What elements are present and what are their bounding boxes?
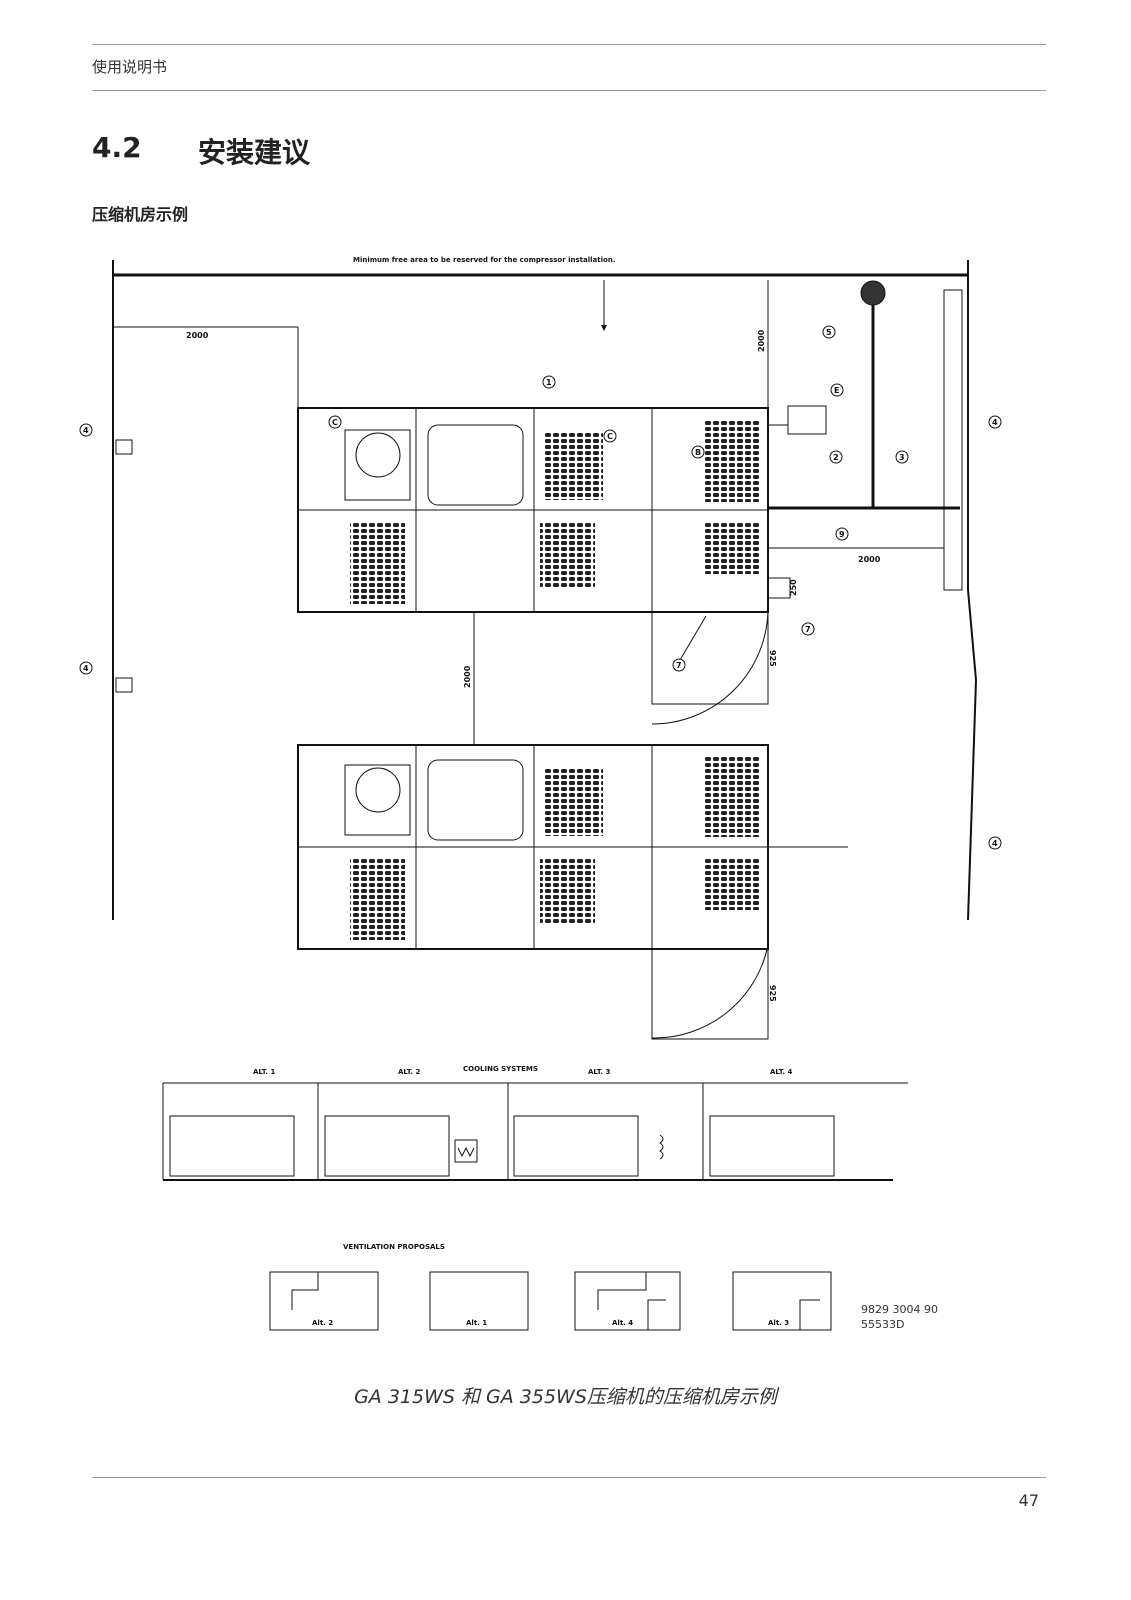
dim-2000-middle: 2000 [463,665,472,688]
callout-4-c: 4 [992,418,998,427]
room-right-wall-bottom [967,679,977,921]
callout-3: 3 [899,453,905,462]
dim-925-1: 925 [768,650,777,667]
cooling-title: COOLING SYSTEMS [463,1065,538,1073]
dim-925-2: 925 [768,985,777,1002]
doc-code-1: 9829 3004 90 [861,1303,938,1316]
header-title: 使用说明书 [92,58,168,76]
callout-1: 1 [546,378,552,387]
section-title: 安装建议 [198,136,311,169]
callout-5: 5 [826,328,832,337]
callout-9: 9 [839,530,845,539]
doc-code-2: 55533D [861,1318,904,1331]
callout-e: E [834,386,839,395]
duct-right [943,289,963,591]
dim-2000-left: 2000 [186,331,209,340]
ventilation-alt-1: Alt. 1 [466,1319,487,1327]
callout-7-a: 7 [805,625,811,634]
header-top-rule [92,44,1046,45]
room-right-wall-lower [967,589,977,681]
door-2 [651,948,769,1040]
cooling-alt-4: ALT. 4 [770,1068,793,1076]
callout-4-d: 4 [992,839,998,848]
ventilation-title: VENTILATION PROPOSALS [343,1243,445,1251]
section-number: 4.2 [92,131,142,164]
callout-7-b: 7 [676,661,682,670]
figure-caption: GA 315WS 和 GA 355WS压缩机的压缩机房示例 [354,1386,777,1408]
callout-2: 2 [833,453,839,462]
cooling-alt-3: ALT. 3 [588,1068,611,1076]
dim-250: 250 [789,579,798,596]
ventilation-alt-4: Alt. 4 [612,1319,633,1327]
callout-c-a: C [332,418,338,427]
dim-2000-top: 2000 [757,329,766,352]
subtitle: 压缩机房示例 [92,205,189,224]
callout-b: B [695,448,701,457]
top-note: Minimum free area to be reserved for the… [353,256,615,264]
cooling-alt-2: ALT. 2 [398,1068,421,1076]
cooling-tower-top [860,280,886,306]
footer-rule [92,1477,1046,1478]
callout-c-b: C [607,432,613,441]
header-bottom-rule [92,90,1046,91]
dim-2000-right: 2000 [858,555,881,564]
door-1 [651,611,769,705]
page-number: 47 [1018,1491,1039,1510]
callout-4-a: 4 [83,426,89,435]
cooling-alt-1: ALT. 1 [253,1068,276,1076]
ventilation-alt-3: Alt. 3 [768,1319,789,1327]
callout-4-b: 4 [83,664,89,673]
ventilation-alt-2: Alt. 2 [312,1319,333,1327]
